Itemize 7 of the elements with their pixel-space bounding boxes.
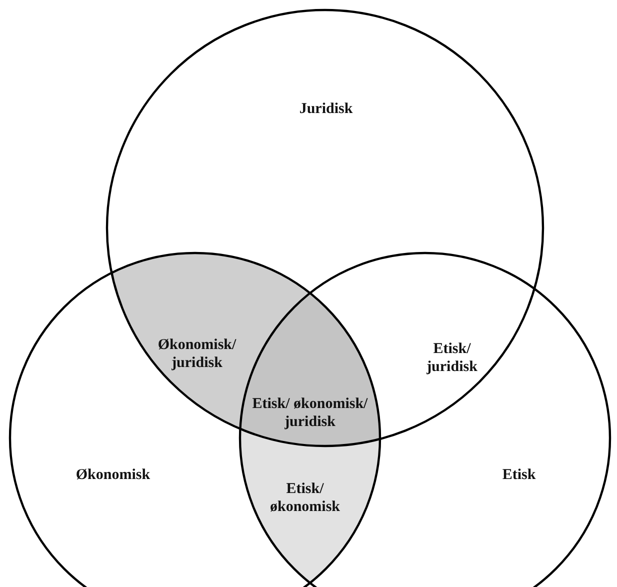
circle-label: Juridisk	[298, 100, 354, 118]
circle-label: Etisk	[501, 466, 537, 484]
circle-label: Økonomisk	[74, 466, 152, 484]
overlap-label: Etisk/ økonomisk	[268, 480, 342, 516]
overlap-label: Økonomisk/ juridisk	[156, 336, 238, 372]
overlap-label: Etisk/ juridisk	[426, 340, 478, 376]
overlap-label: Etisk/ økonomisk/ juridisk	[251, 395, 369, 431]
